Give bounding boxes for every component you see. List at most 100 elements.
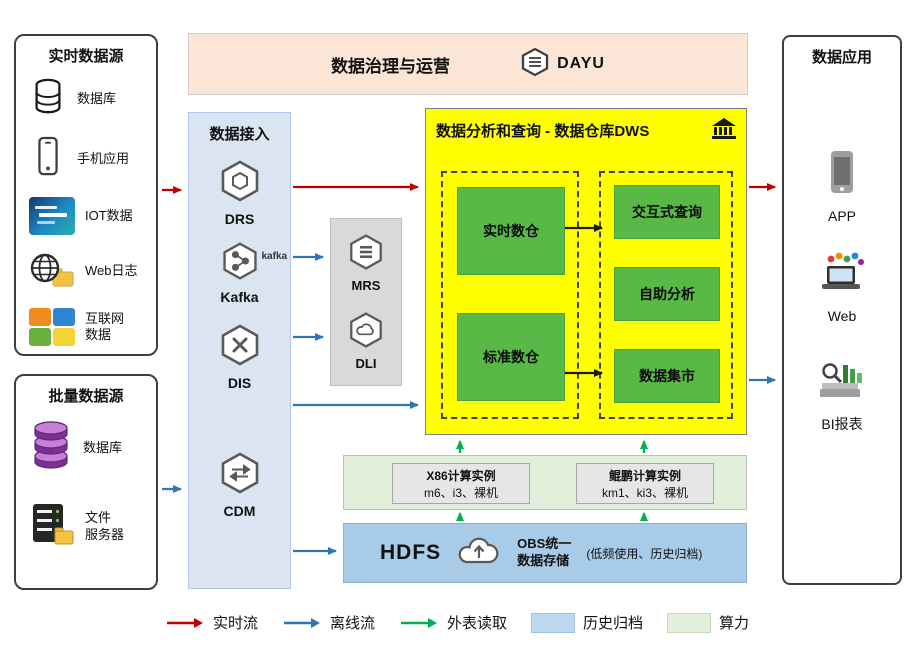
legend-offline: 离线流	[282, 612, 375, 633]
obs-note: (低频使用、历史归档)	[586, 546, 703, 561]
ingest-item-drs: DRS	[189, 159, 290, 227]
dayu-logo: DAYU	[520, 47, 605, 82]
ingest-item-kafka: kafka Kafka	[189, 241, 290, 305]
batch-sources-panel: 批量数据源 数据库 文件 服务器	[14, 374, 158, 590]
node-standard-warehouse: 标准数仓	[457, 313, 565, 401]
cluster-services-box: MRS DLI	[330, 218, 402, 386]
dws-title: 数据分析和查询 - 数据仓库DWS	[436, 123, 650, 140]
bi-report-icon	[817, 359, 867, 406]
cluster-item-mrs: MRS	[331, 233, 401, 293]
kafka-icon: kafka	[220, 241, 287, 286]
mrs-icon	[347, 233, 385, 276]
blue-arrow-icon	[283, 617, 320, 628]
collage-tile	[53, 328, 75, 346]
internet-collage-icon	[29, 308, 75, 346]
ingest-label: DIS	[227, 375, 252, 391]
legend-compute: 算力	[667, 612, 749, 633]
database-stack-icon	[29, 420, 73, 477]
list-item: 互联网 数据	[29, 307, 156, 347]
mobile-icon	[29, 136, 67, 183]
app-label: BI报表	[821, 416, 863, 432]
app-phone-icon	[825, 149, 859, 200]
legend: 实时流 离线流 外表读取 历史归档 算力	[0, 612, 914, 633]
list-item: IOT数据	[29, 196, 156, 236]
node-self-analysis: 自助分析	[614, 267, 720, 321]
compute-subtitle: km1、ki3、裸机	[601, 485, 688, 500]
dws-right-group: 交互式查询 自助分析 数据集市	[599, 171, 733, 419]
item-label: 数据库	[77, 91, 117, 107]
dws-left-group: 实时数仓 标准数仓	[441, 171, 579, 419]
governance-banner: 数据治理与运营 DAYU	[188, 33, 748, 95]
app-item-web: Web	[784, 251, 900, 324]
dws-warehouse-box: 数据分析和查询 - 数据仓库DWS 实时数仓 标准数仓 交互式查询 自助分析 数…	[425, 108, 747, 435]
item-label: 互联网 数据	[85, 310, 125, 342]
ingest-label: Kafka	[220, 289, 259, 305]
app-label: APP	[827, 208, 856, 224]
storage-box: HDFS OBS统一 数据存储 (低频使用、历史归档)	[343, 523, 747, 583]
file-server-icon	[29, 501, 75, 552]
cluster-item-dli: DLI	[331, 311, 401, 371]
item-label: Web日志	[85, 263, 138, 279]
green-arrow-icon	[400, 617, 437, 628]
app-item-app: APP	[784, 149, 900, 224]
legend-label: 实时流	[212, 615, 258, 632]
source-list: 数据库 手机应用 IOT数据 Web日志	[16, 76, 156, 347]
data-apps-panel: 数据应用 APP Web BI报表	[782, 35, 902, 585]
legend-external: 外表读取	[399, 612, 507, 633]
list-item: 数据库	[29, 76, 156, 123]
dayu-text: DAYU	[557, 55, 605, 72]
compute-title: X86计算实例	[426, 468, 496, 483]
collage-tile	[53, 308, 75, 326]
panel-title: 数据应用	[811, 49, 872, 66]
collage-tile	[29, 328, 51, 346]
warehouse-building-icon	[710, 116, 738, 145]
kafka-wordmark: kafka	[261, 251, 288, 262]
node-data-mart: 数据集市	[614, 349, 720, 403]
source-list: 数据库 文件 服务器	[16, 420, 156, 552]
legend-label: 算力	[719, 615, 750, 632]
compute-subtitle: m6、i3、裸机	[423, 485, 498, 500]
dayu-hexagon-icon	[520, 47, 550, 82]
realtime-sources-panel: 实时数据源 数据库 手机应用 IOT数据	[14, 34, 158, 356]
panel-title: 批量数据源	[48, 388, 124, 405]
node-interactive-query: 交互式查询	[614, 185, 720, 239]
node-realtime-warehouse: 实时数仓	[457, 187, 565, 275]
legend-archive: 历史归档	[531, 612, 643, 633]
ingest-label: DRS	[224, 211, 255, 227]
archive-swatch	[531, 612, 575, 633]
legend-realtime: 实时流	[165, 612, 258, 633]
ingest-item-dis: DIS	[189, 323, 290, 391]
panel-title: 数据接入	[209, 126, 270, 143]
list-item: 文件 服务器	[29, 501, 156, 552]
compute-title: 鲲鹏计算实例	[608, 468, 681, 483]
iot-image	[29, 197, 75, 235]
list-item: Web日志	[29, 249, 156, 294]
obs-label: OBS统一 数据存储	[517, 536, 572, 568]
list-item: 手机应用	[29, 136, 156, 183]
list-item: 数据库	[29, 420, 156, 477]
database-icon	[29, 76, 67, 123]
cluster-label: MRS	[351, 278, 381, 293]
ingest-item-cdm: CDM	[189, 451, 290, 519]
item-label: IOT数据	[85, 207, 133, 223]
collage-tile	[29, 308, 51, 326]
dli-icon	[347, 311, 385, 354]
ingest-label: CDM	[223, 503, 256, 519]
item-label: 数据库	[83, 440, 123, 456]
legend-label: 历史归档	[583, 615, 644, 632]
app-item-bi: BI报表	[784, 359, 900, 434]
governance-title: 数据治理与运营	[331, 56, 451, 76]
dis-icon	[218, 323, 262, 372]
compute-swatch	[667, 612, 712, 633]
obs-cloud-icon	[456, 534, 502, 573]
kunpeng-compute-box: 鲲鹏计算实例 km1、ki3、裸机	[576, 463, 714, 504]
x86-compute-box: X86计算实例 m6、i3、裸机	[392, 463, 530, 504]
legend-label: 外表读取	[446, 615, 507, 632]
cdm-icon	[218, 451, 262, 500]
legend-label: 离线流	[329, 615, 375, 632]
item-label: 手机应用	[77, 151, 130, 167]
item-label: 文件 服务器	[85, 510, 125, 542]
app-label: Web	[827, 308, 857, 324]
web-app-icon	[817, 251, 867, 300]
